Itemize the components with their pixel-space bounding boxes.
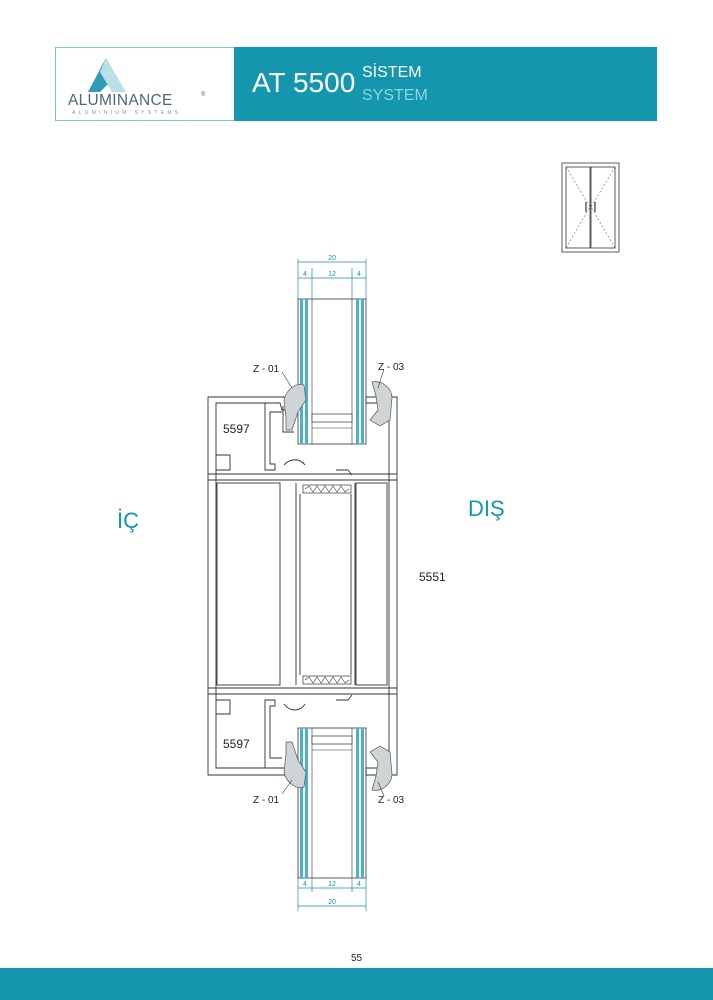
sash-code-bottom: 5597 — [223, 737, 250, 751]
top-dimension — [297, 259, 367, 300]
logo-triangle-icon — [88, 58, 126, 92]
dim-top-gap: 12 — [328, 271, 336, 278]
page-number: 55 — [350, 953, 363, 964]
gasket-label-top-right: Z - 03 — [378, 362, 405, 373]
gasket-label-top-left: Z - 01 — [253, 364, 280, 375]
gasket-label-bottom-right: Z - 03 — [378, 795, 405, 806]
upper-glass-unit — [297, 298, 367, 445]
inside-label: İÇ — [117, 508, 139, 533]
dim-top-layer-1: 4 — [303, 271, 307, 278]
brand-name: ALUMINANCE — [68, 92, 173, 109]
footer-band — [0, 968, 713, 1000]
system-label-en: SYSTEM — [362, 87, 428, 104]
dim-top-total: 20 — [328, 255, 336, 262]
header-band: AT 5500 SİSTEM SYSTEM — [234, 47, 657, 121]
gasket-label-bottom-left: Z - 01 — [253, 795, 280, 806]
dim-bottom-layer-2: 4 — [357, 881, 361, 888]
outside-label: DIŞ — [468, 496, 505, 521]
brand-registered-mark: ® — [201, 92, 206, 98]
brand-subtitle: ALUMINIUM SYSTEMS — [72, 110, 182, 116]
bottom-dimension — [297, 878, 367, 911]
gaskets — [283, 381, 393, 791]
door-thumbnail-icon — [561, 162, 620, 253]
thermal-break — [302, 484, 352, 685]
lower-glass-unit — [297, 727, 367, 879]
dim-top-layer-2: 4 — [357, 271, 361, 278]
frame-code: 5551 — [419, 570, 446, 584]
sash-code-top: 5597 — [223, 422, 250, 436]
brand-logo: ALUMINANCE ® ALUMINIUM SYSTEMS — [55, 47, 235, 121]
system-label-tr: SİSTEM — [362, 64, 422, 81]
dim-bottom-gap: 12 — [328, 881, 336, 888]
leader-lines — [281, 368, 385, 797]
frame-profile — [207, 396, 398, 776]
dim-bottom-layer-1: 4 — [303, 881, 307, 888]
dim-bottom-total: 20 — [328, 899, 336, 906]
system-code: AT 5500 — [252, 67, 356, 98]
